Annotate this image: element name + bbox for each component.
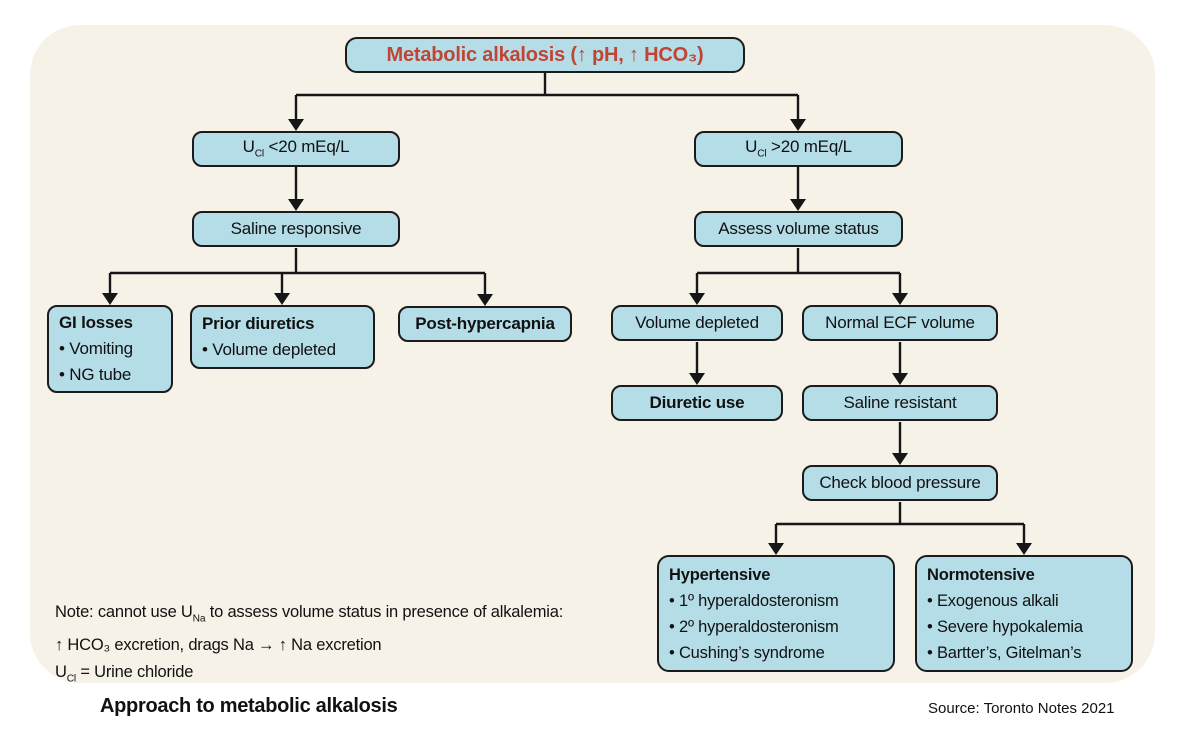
node-gi-losses-item: Vomiting — [59, 336, 133, 362]
node-ucl-over-20: UCl >20 mEq/L — [694, 131, 903, 167]
node-normal-ecf-volume: Normal ECF volume — [802, 305, 998, 341]
footnote-line-3: UCl = Urine chloride — [55, 663, 194, 685]
node-normotensive-item: Bartter’s, Gitelman’s — [927, 640, 1082, 666]
node-ucl-under-20: UCl <20 mEq/L — [192, 131, 400, 167]
node-hypertensive-item: Cushing’s syndrome — [669, 640, 825, 666]
source-credit: Source: Toronto Notes 2021 — [928, 700, 1115, 717]
node-gi-losses-item: NG tube — [59, 362, 131, 388]
node-prior-diuretics-item: Volume depleted — [202, 337, 336, 363]
node-saline-resistant-label: Saline resistant — [843, 392, 957, 412]
node-post-hypercapnia: Post-hypercapnia — [398, 306, 572, 342]
node-ucl-under-20-label: UCl <20 mEq/L — [242, 137, 350, 160]
node-saline-resistant: Saline resistant — [802, 385, 998, 421]
node-diuretic-use: Diuretic use — [611, 385, 783, 421]
figure-caption: Approach to metabolic alkalosis — [100, 695, 398, 717]
node-normotensive-item: Severe hypokalemia — [927, 614, 1083, 640]
node-assess-volume-status-label: Assess volume status — [718, 218, 879, 238]
node-normotensive-title: Normotensive — [927, 565, 1035, 584]
node-gi-losses: GI losses Vomiting NG tube — [47, 305, 173, 393]
node-diuretic-use-label: Diuretic use — [649, 392, 745, 412]
node-hypertensive-item: 2º hyperaldosteronism — [669, 614, 839, 640]
node-normotensive-item: Exogenous alkali — [927, 588, 1059, 614]
node-hypertensive: Hypertensive 1º hyperaldosteronism 2º hy… — [657, 555, 895, 672]
node-gi-losses-title: GI losses — [59, 313, 133, 332]
footnote-line-2: ↑ HCO₃ excretion, drags Na → ↑ Na excret… — [55, 636, 382, 655]
node-hypertensive-title: Hypertensive — [669, 565, 771, 584]
node-metabolic-alkalosis-label: Metabolic alkalosis (↑ pH, ↑ HCO₃) — [386, 44, 704, 66]
node-prior-diuretics-title: Prior diuretics — [202, 314, 315, 333]
node-normal-ecf-volume-label: Normal ECF volume — [825, 312, 975, 332]
node-metabolic-alkalosis: Metabolic alkalosis (↑ pH, ↑ HCO₃) — [345, 37, 745, 73]
node-saline-responsive: Saline responsive — [192, 211, 400, 247]
node-saline-responsive-label: Saline responsive — [230, 218, 362, 238]
node-hypertensive-item: 1º hyperaldosteronism — [669, 588, 839, 614]
footnote: Note: cannot use UNa to assess volume st… — [55, 599, 563, 693]
node-volume-depleted: Volume depleted — [611, 305, 783, 341]
node-assess-volume-status: Assess volume status — [694, 211, 903, 247]
node-post-hypercapnia-label: Post-hypercapnia — [415, 313, 555, 333]
node-check-blood-pressure-label: Check blood pressure — [819, 472, 981, 492]
node-prior-diuretics: Prior diuretics Volume depleted — [190, 305, 375, 369]
footnote-line-1: Note: cannot use UNa to assess volume st… — [55, 603, 564, 625]
node-normotensive: Normotensive Exogenous alkali Severe hyp… — [915, 555, 1133, 672]
node-check-blood-pressure: Check blood pressure — [802, 465, 998, 501]
node-volume-depleted-label: Volume depleted — [635, 312, 759, 332]
node-ucl-over-20-label: UCl >20 mEq/L — [745, 137, 852, 160]
